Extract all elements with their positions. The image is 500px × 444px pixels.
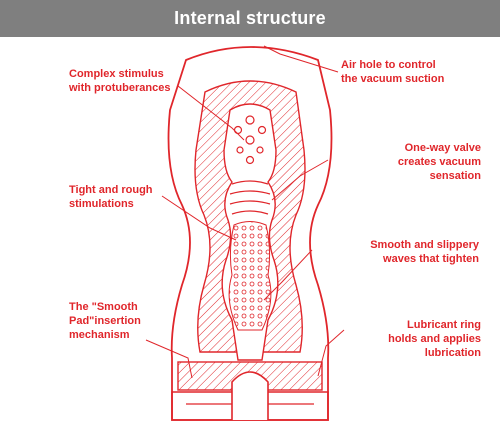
label-lubricant-ring: Lubricant ring holds and applies lubrica… (388, 319, 481, 359)
label-tight-rough: Tight and rough stimulations (69, 184, 153, 210)
label-air-hole: Air hole to control the vacuum suction (341, 59, 445, 85)
label-smooth-waves: Smooth and slippery waves that tighten (370, 239, 479, 265)
base-cap (171, 391, 329, 421)
leader-lines (145, 45, 345, 379)
valve-ribs (229, 180, 271, 215)
label-smooth-pad: The "Smooth Pad"insertion mechanism (69, 301, 141, 341)
header-bar: Internal structure (0, 0, 500, 37)
label-complex-stimulus: Complex stimulus with protuberances (69, 68, 171, 94)
insertion-opening (231, 371, 269, 420)
page-title: Internal structure (174, 8, 326, 28)
rough-dots-region (228, 221, 272, 331)
label-one-way-valve: One-way valve creates vacuum sensation (397, 142, 481, 182)
